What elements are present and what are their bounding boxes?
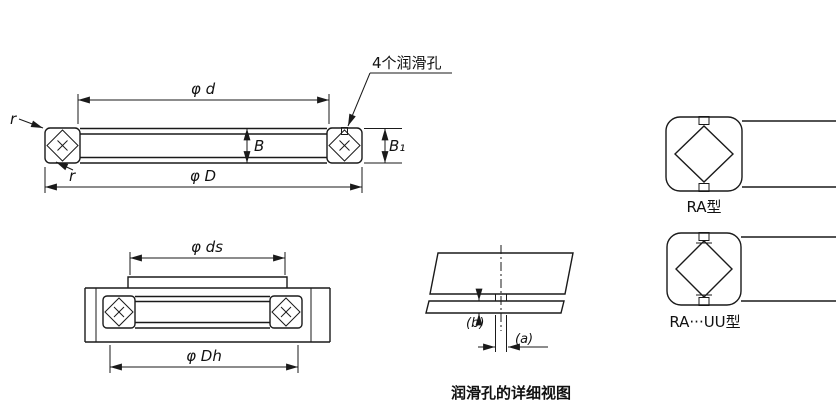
lube-hole-detail xyxy=(495,293,507,302)
lube-hole-notch xyxy=(698,183,710,192)
lube-holes-label: 4个润滑孔 xyxy=(372,54,442,72)
right-roller-block-mounted xyxy=(269,295,303,329)
dim-phi-ds-label: φ ds xyxy=(191,238,223,256)
roller-cross-line xyxy=(339,140,350,151)
ring-rails xyxy=(80,127,327,164)
dim-a-label: (a) xyxy=(515,332,533,347)
right-roller-block xyxy=(326,127,363,164)
roller-block xyxy=(102,295,136,329)
dim-phi-D-label: φ D xyxy=(190,167,216,185)
dim-phi-d: φ d xyxy=(77,80,330,124)
ring-cross-section xyxy=(665,116,743,192)
ra-uu-type-label: RA···UU型 xyxy=(669,313,740,331)
ring-section-band xyxy=(425,300,565,314)
dim-B1-label: B₁ xyxy=(389,137,405,155)
crossed-roller-diamond xyxy=(673,125,735,183)
lube-hole-detail-view: (b) (a) 润滑孔的详细视图 xyxy=(425,245,574,402)
lube-hole-notch xyxy=(698,297,710,306)
ring-cross-section xyxy=(666,232,742,306)
roller-cross-line xyxy=(113,306,125,318)
ra-uu-type-symbol: RA···UU型 xyxy=(666,232,836,331)
radius-bottom-label: r xyxy=(69,167,76,185)
lube-hole-notch xyxy=(698,116,710,125)
ring-section-slab xyxy=(429,252,574,295)
crossed-roller-diamond xyxy=(328,129,361,162)
dim-B-label: B xyxy=(254,137,264,155)
dim-phi-Dh-label: φ Dh xyxy=(186,347,222,365)
crossed-roller-diamond xyxy=(675,240,733,298)
lube-hole-notch xyxy=(698,232,710,241)
lube-hole xyxy=(341,127,348,135)
crossed-roller-diamond xyxy=(46,129,79,162)
bearing-rails xyxy=(135,295,270,329)
mounted-section-view: φ ds φ Dh xyxy=(84,238,331,373)
shaft-step xyxy=(127,276,288,288)
leader-line xyxy=(55,161,74,171)
crossed-roller-diamond xyxy=(271,297,301,327)
dim-phi-ds: φ ds xyxy=(129,238,286,275)
housing-outline xyxy=(84,276,331,343)
roller-block xyxy=(269,295,303,329)
leader-line xyxy=(18,118,44,129)
left-roller-block-mounted xyxy=(102,295,136,329)
left-roller-block xyxy=(44,127,81,164)
dim-b-label: (b) xyxy=(466,316,484,331)
radius-top-label: r xyxy=(10,110,17,128)
dim-phi-D: φ D xyxy=(44,167,363,193)
dim-a: (a) xyxy=(478,315,548,352)
detail-view-caption: 润滑孔的详细视图 xyxy=(451,384,571,402)
ra-type-symbol: RA型 xyxy=(665,116,836,216)
dim-B1: B₁ xyxy=(364,128,405,164)
bearing-section-view: 4个润滑孔 φ d φ D B B₁ xyxy=(10,54,452,193)
lube-holes-callout: 4个润滑孔 xyxy=(347,54,452,127)
radius-callout-bottom: r xyxy=(55,161,76,185)
crossed-roller-diamond xyxy=(104,297,134,327)
dim-phi-Dh: φ Dh xyxy=(109,345,299,373)
roller-cross-line xyxy=(280,306,292,318)
leader-line xyxy=(347,72,371,127)
dim-phi-d-label: φ d xyxy=(191,80,216,98)
radius-callout-top: r xyxy=(10,110,44,129)
roller-cross-line xyxy=(57,140,68,151)
dim-B: B xyxy=(243,128,264,163)
ra-type-label: RA型 xyxy=(686,198,721,216)
dim-b: (b) xyxy=(466,288,484,331)
